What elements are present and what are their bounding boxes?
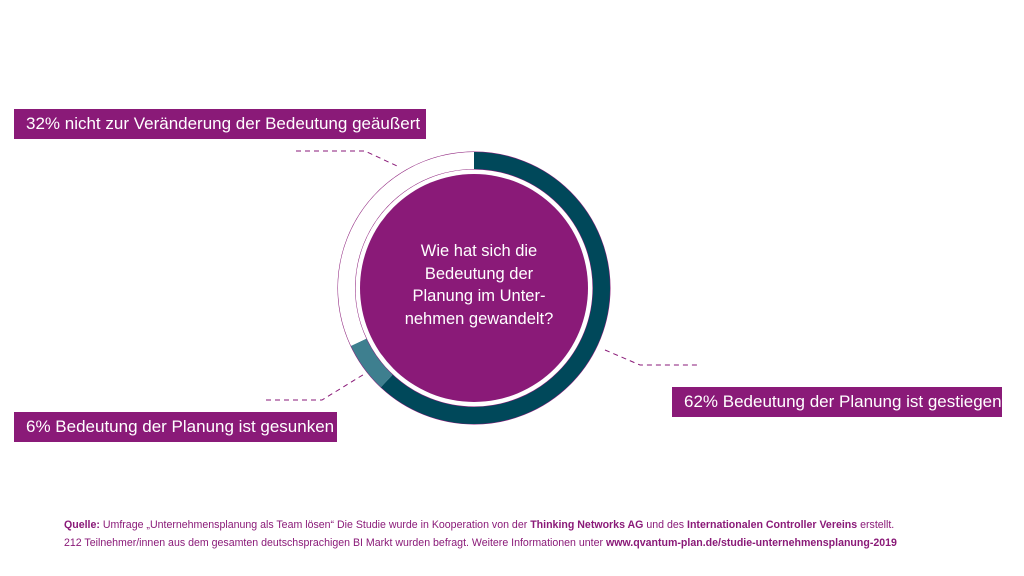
center-line-2: Bedeutung der	[424, 264, 534, 283]
slice-label-increased: 62% Bedeutung der Planung ist gestiegen	[672, 387, 1002, 417]
source-text-1: Umfrage „Unternehmensplanung als Team lö…	[99, 519, 531, 531]
donut-group	[337, 151, 611, 425]
slice-label-not-stated: 32% nicht zur Veränderung der Bedeutung …	[14, 109, 426, 139]
source-text-2: und des	[643, 519, 688, 531]
source-prefix: Quelle:	[64, 519, 100, 531]
source-org-1: Thinking Networks AG	[530, 519, 644, 531]
source-line-1: Quelle: Umfrage „Unternehmensplanung als…	[64, 516, 1004, 534]
slice-not-stated	[337, 152, 474, 346]
source-link[interactable]: www.qvantum-plan.de/studie-unternehmensp…	[605, 537, 897, 549]
source-text-3: erstellt.	[857, 519, 895, 531]
source-org-2: Internationalen Controller Vereins	[687, 519, 858, 531]
leader-line-32	[296, 150, 398, 167]
source-line-2: 212 Teilnehmer/innen aus dem gesamten de…	[64, 534, 1004, 552]
donut-center-question: Wie hat sich die Bedeutung der Planung i…	[379, 240, 579, 330]
slice-decreased	[350, 338, 393, 388]
leader-line-6	[266, 372, 367, 401]
center-line-3: Planung im Unter-	[412, 287, 546, 305]
slice-label-decreased: 6% Bedeutung der Planung ist gesunken	[14, 412, 337, 442]
donut-center-disc	[360, 174, 588, 402]
leader-line-62	[604, 349, 700, 366]
center-line-1: Wie hat sich die	[420, 242, 538, 260]
leader-lines	[266, 150, 700, 401]
slice-increased	[380, 152, 610, 424]
source-text-4: 212 Teilnehmer/innen aus dem gesamten de…	[64, 537, 606, 549]
center-line-4: nehmen gewandelt?	[404, 309, 554, 328]
source-note: Quelle: Umfrage „Unternehmensplanung als…	[64, 516, 1004, 552]
